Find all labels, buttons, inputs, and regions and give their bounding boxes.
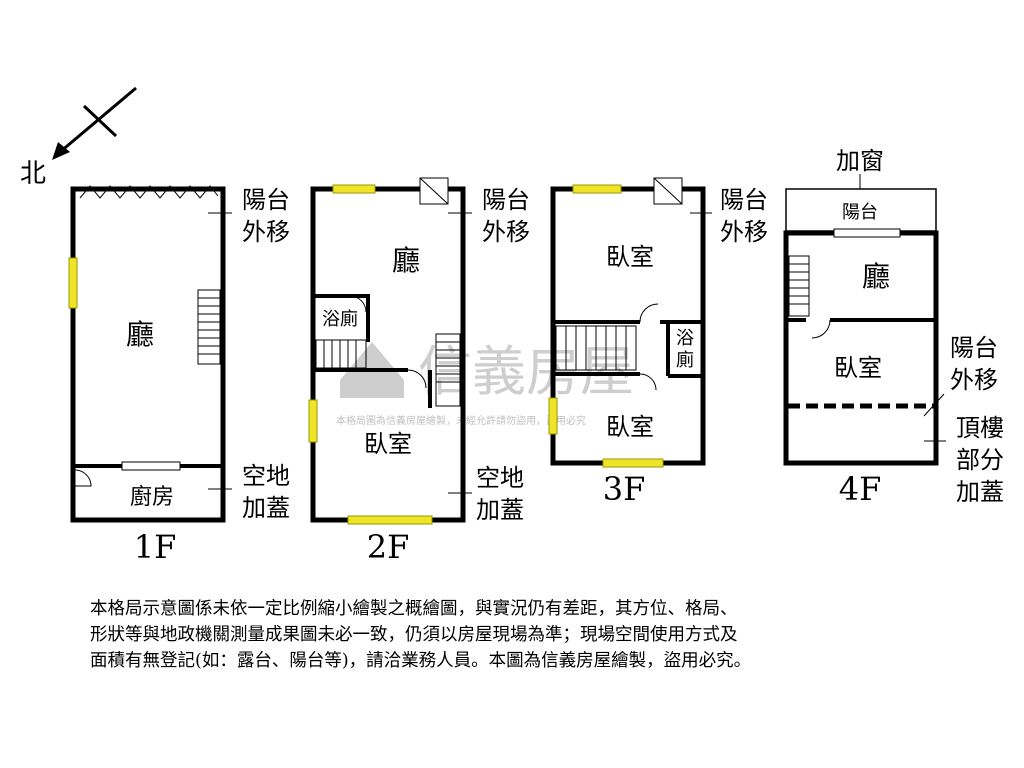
room-3f-bath-l1: 浴 — [676, 328, 694, 349]
stairs-2f-right — [435, 333, 461, 407]
door-4f-bedroom — [811, 319, 831, 339]
folding-door — [79, 185, 219, 199]
door-2f-bath — [349, 295, 367, 313]
note-4f-roof-l1: 頂樓 — [956, 414, 1004, 442]
room-4f-hall: 廳 — [862, 260, 890, 293]
north-label: 北 — [20, 159, 46, 189]
room-3f-bedroom-bottom: 臥室 — [606, 413, 654, 441]
window-1f-side — [68, 257, 78, 309]
room-4f-bedroom: 臥室 — [834, 354, 882, 382]
room-2f-bath: 浴廁 — [322, 308, 358, 330]
watermark-logo-base — [340, 380, 404, 398]
note-1f-balcony-l2: 外移 — [242, 218, 290, 246]
kitchen-opening-1f — [121, 461, 181, 471]
stairs-2f — [315, 339, 367, 369]
vent-2f — [419, 177, 449, 205]
note-4f-roof-l2: 部分 — [956, 446, 1004, 474]
stairs-3f — [555, 325, 637, 371]
room-3f-bedroom-top: 臥室 — [606, 243, 654, 271]
floor-1f: 廳 廚房 陽台 外移 空地 加蓋 1F — [68, 185, 290, 566]
compass-arrow-head — [52, 142, 70, 160]
watermark-brand: 信義房屋 — [418, 340, 634, 403]
window-3f-bottom — [602, 458, 664, 468]
leader-4f-balcony — [923, 393, 945, 417]
floor-2f: 廳 浴廁 臥室 陽台 外移 空地 加蓋 2F — [308, 177, 530, 566]
note-4f-roof-l3: 加蓋 — [956, 478, 1004, 506]
window-2f-top — [332, 184, 376, 194]
door-1f-kitchen — [74, 469, 92, 487]
note-3f-balcony-l2: 外移 — [720, 218, 768, 246]
room-1f-kitchen: 廚房 — [130, 485, 174, 510]
note-1f-land-l1: 空地 — [242, 462, 290, 490]
stairs-1f — [197, 289, 221, 365]
room-2f-hall: 廳 — [392, 244, 420, 277]
window-3f-top — [572, 184, 622, 194]
watermark-logo — [340, 342, 404, 380]
note-3f-balcony-l1: 陽台 — [720, 186, 768, 214]
disclaimer-line: 面積有無登記(如：露台、陽台等)，請洽業務人員。本圖為信義房屋繪製，盜用必究。 — [90, 651, 752, 671]
door-3f-top — [639, 303, 659, 323]
floor-plan-diagram: 北 信義房屋 本格局圖為信義房屋繪製，未經允許請勿盜用，盜用必究 廳 廚房 陽台… — [20, 86, 1004, 566]
floor-label-4f: 4F — [839, 470, 882, 508]
disclaimer-line: 本格局示意圖係未依一定比例縮小繪製之概繪圖，與實況仍有差距，其方位、格局、 — [90, 599, 738, 619]
disclaimer: 本格局示意圖係未依一定比例縮小繪製之概繪圖，與實況仍有差距，其方位、格局、 形狀… — [90, 596, 950, 674]
note-2f-balcony-l2: 外移 — [482, 218, 530, 246]
note-4f-balcony-l2: 外移 — [950, 366, 998, 394]
opening-4f-balcony — [833, 228, 901, 238]
note-2f-land-l1: 空地 — [476, 464, 524, 492]
disclaimer-line: 形狀等與地政機關測量成果圖未必一致，仍須以房屋現場為準；現場空間使用方式及 — [90, 625, 738, 645]
window-3f-side — [548, 397, 558, 435]
floor-label-3f: 3F — [603, 470, 646, 508]
door-3f-bedroom — [639, 373, 657, 391]
note-4f-balcony-l1: 陽台 — [950, 334, 998, 362]
floor-4f: 加窗 陽台 廳 臥室 陽台 外移 頂樓 部分 加蓋 4F — [783, 147, 1004, 508]
window-2f-side — [308, 399, 318, 443]
note-1f-land-l2: 加蓋 — [242, 494, 290, 522]
compass-cross-bar — [82, 104, 118, 138]
room-3f-bath-l2: 廁 — [676, 349, 694, 371]
door-2f-bedroom — [407, 369, 427, 389]
floor-3f: 臥室 浴 廁 臥室 陽台 外移 3F — [548, 177, 768, 508]
window-2f-bottom — [347, 515, 433, 525]
compass: 北 — [20, 86, 137, 189]
room-4f-balcony: 陽台 — [842, 202, 878, 223]
floor-label-1f: 1F — [134, 528, 177, 566]
note-4f-window: 加窗 — [836, 147, 884, 175]
watermark: 信義房屋 本格局圖為信義房屋繪製，未經允許請勿盜用，盜用必究 — [336, 340, 634, 427]
stairs-4f — [788, 255, 810, 317]
note-2f-balcony-l1: 陽台 — [482, 186, 530, 214]
note-1f-balcony-l1: 陽台 — [242, 186, 290, 214]
room-2f-bedroom: 臥室 — [364, 430, 412, 458]
room-1f-hall: 廳 — [126, 318, 154, 351]
floor-label-2f: 2F — [367, 528, 410, 566]
vent-3f — [653, 177, 683, 205]
note-2f-land-l2: 加蓋 — [476, 496, 524, 524]
